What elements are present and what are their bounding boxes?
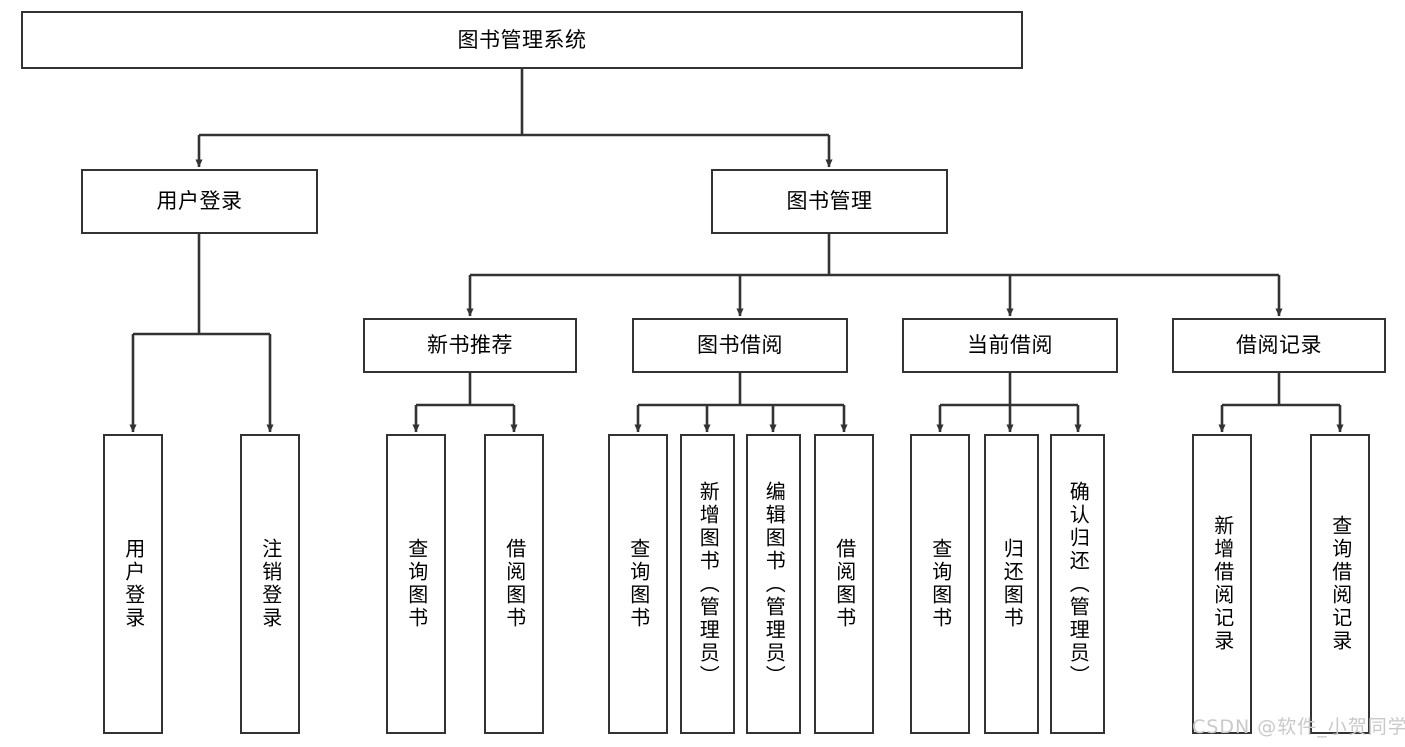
node-leaf-edit-book-label: 编辑图书（管理员） [762,480,787,688]
node-leaf-query-book-1[interactable]: 查询图书 [386,434,446,734]
node-leaf-add-record[interactable]: 新增借阅记录 [1192,434,1252,734]
node-current-borrow[interactable]: 当前借阅 [902,318,1118,373]
node-leaf-edit-book[interactable]: 编辑图书（管理员） [746,434,801,734]
node-borrow-record[interactable]: 借阅记录 [1172,318,1386,373]
node-borrow-record-label: 借阅记录 [1236,333,1322,358]
node-leaf-add-book[interactable]: 新增图书（管理员） [680,434,735,734]
node-leaf-query-book-2-label: 查询图书 [626,538,651,630]
node-leaf-borrow-book-2[interactable]: 借阅图书 [814,434,874,734]
node-new-book-recommend[interactable]: 新书推荐 [363,318,577,373]
node-leaf-user-login[interactable]: 用户登录 [103,434,163,734]
node-leaf-logout[interactable]: 注销登录 [240,434,300,734]
node-user-login[interactable]: 用户登录 [81,169,318,234]
node-leaf-query-book-2[interactable]: 查询图书 [608,434,668,734]
node-leaf-user-login-label: 用户登录 [121,538,146,630]
node-title-label: 图书管理系统 [457,27,587,52]
node-leaf-query-record-label: 查询借阅记录 [1328,515,1353,653]
node-leaf-confirm-return[interactable]: 确认归还（管理员） [1050,434,1105,734]
node-leaf-add-record-label: 新增借阅记录 [1210,515,1235,653]
node-leaf-borrow-book-1[interactable]: 借阅图书 [484,434,544,734]
node-book-borrow[interactable]: 图书借阅 [632,318,848,373]
node-title[interactable]: 图书管理系统 [21,11,1023,69]
node-leaf-query-book-1-label: 查询图书 [404,538,429,630]
node-leaf-query-record[interactable]: 查询借阅记录 [1310,434,1370,734]
node-leaf-confirm-return-label: 确认归还（管理员） [1066,480,1091,688]
node-user-login-label: 用户登录 [156,189,243,214]
node-new-book-recommend-label: 新书推荐 [427,333,513,358]
node-leaf-query-book-3[interactable]: 查询图书 [910,434,970,734]
node-leaf-return-book[interactable]: 归还图书 [984,434,1039,734]
node-leaf-query-book-3-label: 查询图书 [928,538,953,630]
node-leaf-borrow-book-1-label: 借阅图书 [502,538,527,630]
node-book-management-label: 图书管理 [786,189,873,214]
node-book-management[interactable]: 图书管理 [711,169,948,234]
node-book-borrow-label: 图书借阅 [697,333,783,358]
node-leaf-return-book-label: 归还图书 [1000,538,1025,630]
node-leaf-logout-label: 注销登录 [258,538,283,630]
node-leaf-add-book-label: 新增图书（管理员） [696,480,721,688]
node-leaf-borrow-book-2-label: 借阅图书 [832,538,857,630]
node-current-borrow-label: 当前借阅 [967,333,1053,358]
